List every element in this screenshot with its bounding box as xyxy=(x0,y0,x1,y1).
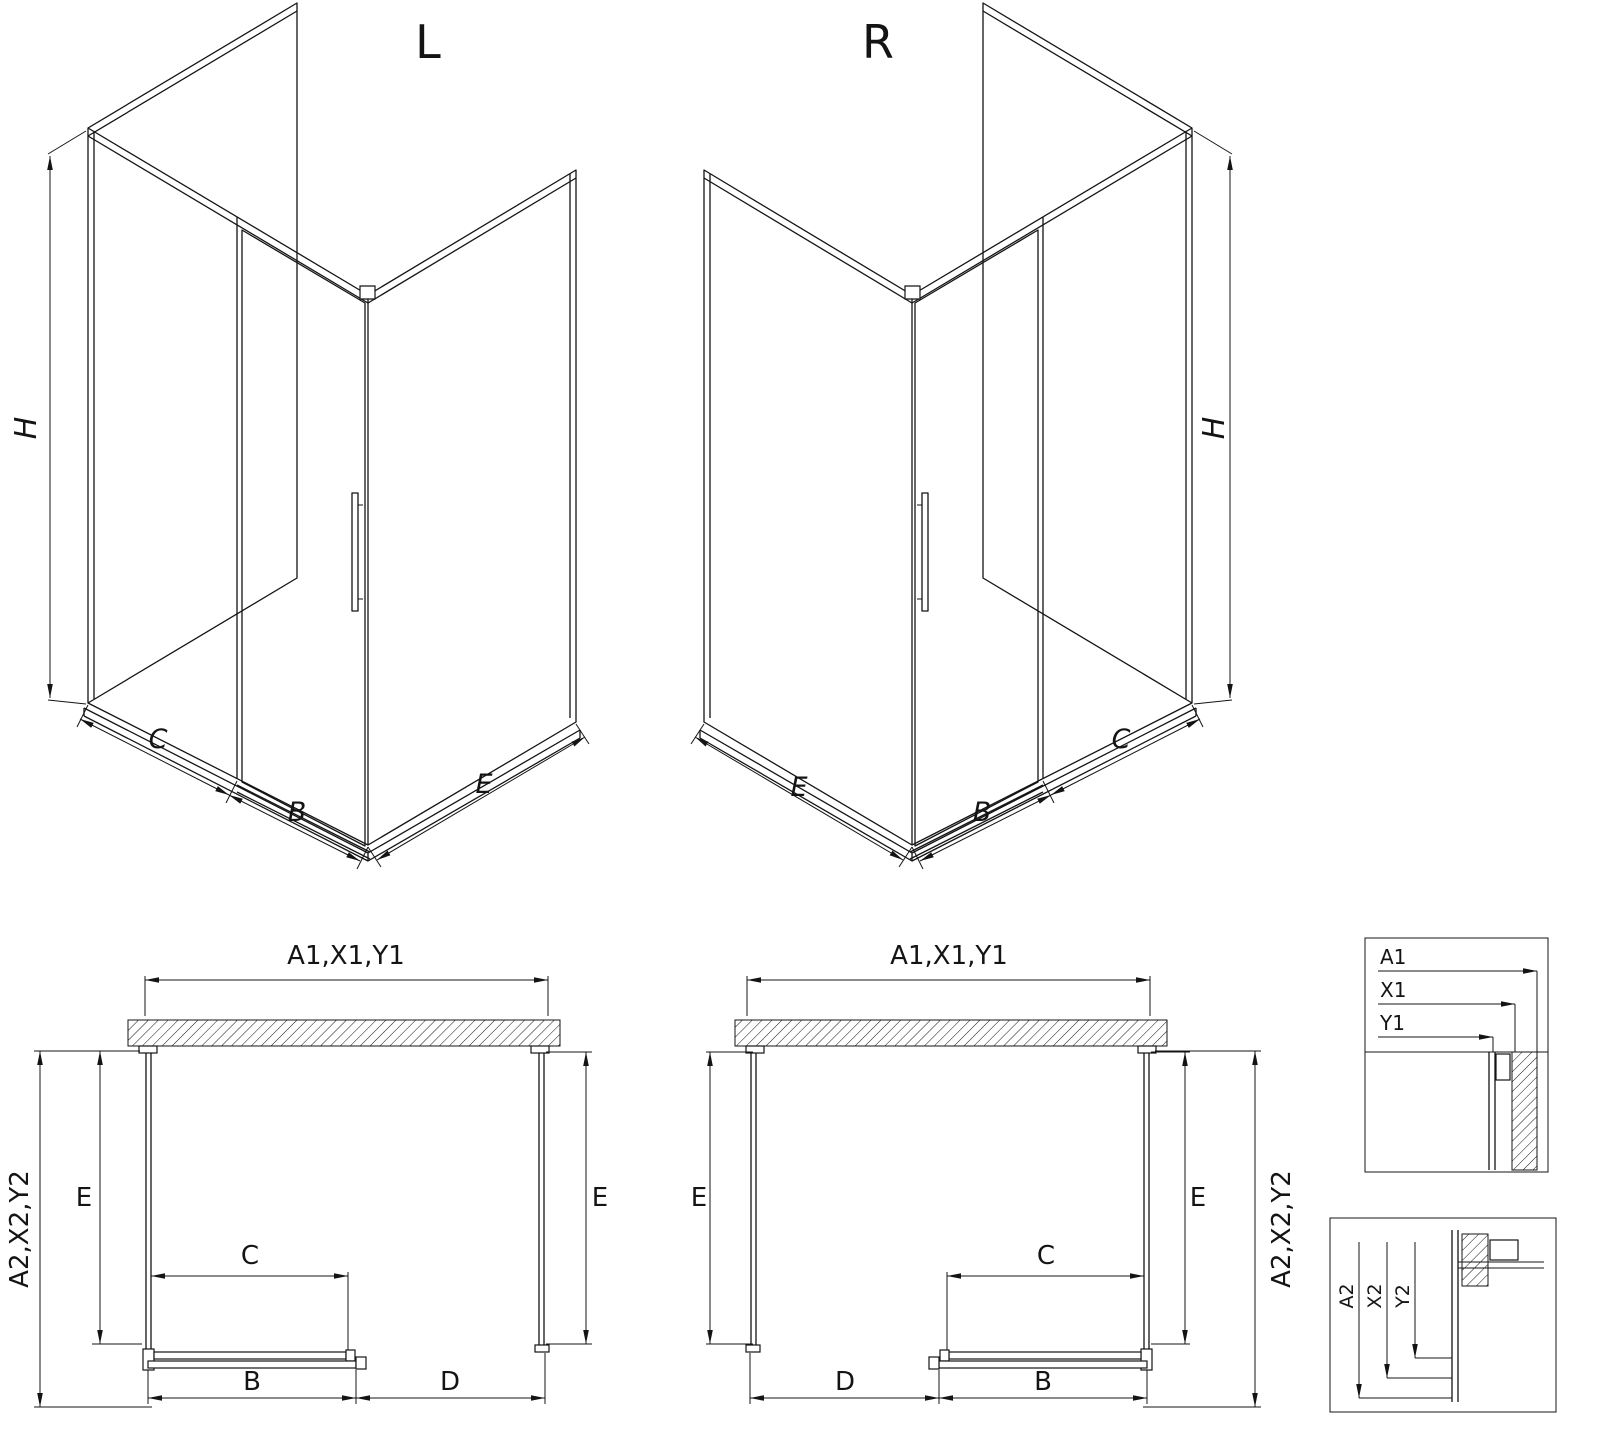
glass-right xyxy=(534,1053,550,1353)
sliding-door-glass xyxy=(914,229,1039,847)
door-handle xyxy=(921,492,929,612)
dim-e-left: E xyxy=(367,723,590,868)
dim-a2-left-plan: A2,X2,Y2 xyxy=(5,1050,152,1408)
dim-label-b: B xyxy=(1034,1367,1052,1397)
door-assembly xyxy=(142,1348,367,1371)
side-panel-left xyxy=(703,169,913,846)
side-panel-back-right xyxy=(982,2,1193,704)
dim-label-b: B xyxy=(288,797,307,828)
dim-label-e: E xyxy=(475,769,492,800)
detail-width-adjustment: A1 X1 Y1 xyxy=(1364,937,1549,1173)
detail-label-x1: X1 xyxy=(1380,978,1406,1002)
dim-c-b-right: C B xyxy=(911,704,1204,870)
fixed-panel-plan xyxy=(153,1351,347,1360)
dim-label-e: E xyxy=(592,1183,608,1213)
plan-view-left: A1,X1,Y1 A2,X2,Y2 E C B D xyxy=(5,941,608,1408)
iso-view-right: R xyxy=(690,2,1233,870)
side-panel-right xyxy=(367,169,577,846)
side-panel-back-left xyxy=(87,2,298,704)
wall-profile xyxy=(1137,1045,1157,1054)
dim-b-plan: B xyxy=(938,1367,1148,1404)
dim-d-plan: D xyxy=(749,1353,939,1404)
dim-label-e: E xyxy=(691,1183,707,1213)
dim-label-b: B xyxy=(243,1367,261,1397)
dim-label-a2x2y2: A2,X2,Y2 xyxy=(5,1170,35,1288)
glass-section xyxy=(1451,1230,1459,1402)
plan-view-right: A1,X1,Y1 A2,X2,Y2 E C B D xyxy=(691,941,1297,1408)
wall-section xyxy=(734,1019,1168,1047)
detail-border xyxy=(1364,937,1549,1173)
dim-label-b: B xyxy=(973,797,992,828)
view-label-left: L xyxy=(415,15,441,69)
dim-label-c: C xyxy=(241,1241,259,1271)
dim-label-d: D xyxy=(835,1367,855,1397)
dim-label-a1x1y1: A1,X1,Y1 xyxy=(287,941,405,971)
glass-section xyxy=(1488,1052,1496,1170)
door-wall xyxy=(904,127,1193,860)
dim-c-b-left: C B xyxy=(76,704,369,870)
dim-label-e: E xyxy=(790,772,807,803)
dim-a2-right-plan: A2,X2,Y2 xyxy=(1143,1050,1297,1408)
detail-depth-adjustment: A2 X2 Y2 xyxy=(1329,1217,1557,1413)
view-label-right: R xyxy=(862,15,894,69)
adjustment-profile xyxy=(1489,1239,1519,1261)
dim-a1-left-plan: A1,X1,Y1 xyxy=(144,941,549,1016)
dim-e-right-side: E xyxy=(546,1051,608,1345)
dim-a1-right-plan: A1,X1,Y1 xyxy=(746,941,1151,1016)
dim-b-plan: B xyxy=(147,1367,357,1404)
detail-label-a2: A2 xyxy=(1336,1283,1358,1308)
detail-label-y2: Y2 xyxy=(1392,1284,1414,1309)
dim-e-right: E xyxy=(690,723,913,868)
iso-view-left: L xyxy=(9,2,590,870)
dim-d-plan: D xyxy=(356,1353,546,1404)
door-assembly xyxy=(928,1348,1153,1371)
glass-right xyxy=(1143,1053,1150,1352)
dim-label-h: H xyxy=(9,417,44,440)
dim-c-plan: C xyxy=(151,1241,349,1350)
sliding-door-glass xyxy=(241,229,366,847)
dim-label-h: H xyxy=(1197,417,1232,440)
fixed-panel-plan xyxy=(948,1351,1142,1360)
wall-section xyxy=(127,1019,561,1047)
dim-height-left: H xyxy=(9,130,87,705)
dim-label-e: E xyxy=(1190,1183,1206,1213)
wall-section xyxy=(1511,1051,1538,1171)
adjustment-profile xyxy=(1495,1053,1511,1081)
wall-section xyxy=(1461,1233,1489,1287)
dim-label-d: D xyxy=(440,1367,460,1397)
corner-bracket xyxy=(904,285,921,300)
dim-height-right: H xyxy=(1193,130,1233,705)
dim-label-a2x2y2: A2,X2,Y2 xyxy=(1267,1170,1297,1288)
detail-border xyxy=(1329,1217,1557,1413)
dim-label-e: E xyxy=(76,1183,92,1213)
glass-left xyxy=(745,1053,761,1353)
door-wall xyxy=(87,127,376,860)
wall-profile xyxy=(745,1045,765,1054)
detail-label-y1: Y1 xyxy=(1379,1011,1405,1035)
dim-label-c: C xyxy=(1112,724,1131,755)
dim-e-left-side: E xyxy=(691,1051,753,1345)
dim-c-plan: C xyxy=(946,1241,1144,1350)
wall-profile xyxy=(530,1045,550,1054)
dim-e-left-side: E xyxy=(76,1051,142,1345)
dim-label-a1x1y1: A1,X1,Y1 xyxy=(890,941,1008,971)
corner-bracket xyxy=(359,285,376,300)
wall-profile xyxy=(138,1045,158,1054)
dim-label-c: C xyxy=(1037,1241,1055,1271)
dim-e-right-side: E xyxy=(1151,1051,1206,1345)
dim-label-c: C xyxy=(149,724,168,755)
detail-label-a1: A1 xyxy=(1380,945,1406,969)
glass-left xyxy=(145,1053,152,1352)
door-handle xyxy=(351,492,359,612)
detail-label-x2: X2 xyxy=(1364,1283,1386,1308)
